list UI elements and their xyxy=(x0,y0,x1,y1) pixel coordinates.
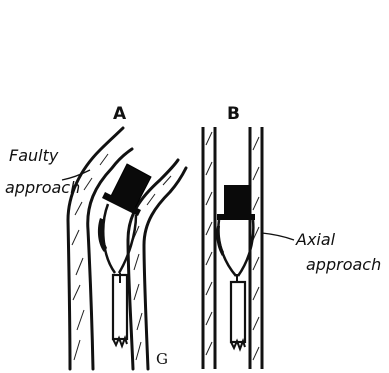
vessel-b-right-texture xyxy=(253,137,259,360)
instrument-b-shadow xyxy=(216,226,224,256)
panel-a: A xyxy=(5,104,186,369)
instrument-a-shaft xyxy=(113,275,127,339)
axial-pointer-line xyxy=(262,233,294,240)
instrument-a-shadow xyxy=(98,218,107,252)
panel-b: B xyxy=(203,104,381,369)
instrument-a-spring-left xyxy=(103,204,115,273)
axial-label-line1: Axial xyxy=(295,230,336,249)
faulty-label-line1: Faulty xyxy=(9,146,59,165)
axial-label-line2: approach xyxy=(306,255,381,274)
artist-signature: G xyxy=(156,350,168,368)
panel-a-letter: A xyxy=(113,104,127,124)
vessel-a-outer-right-wall xyxy=(144,168,186,369)
faulty-label-line2: approach xyxy=(5,178,80,197)
instrument-b-shaft xyxy=(231,282,245,342)
vessel-b-left-texture xyxy=(206,132,212,355)
instrument-b-flange xyxy=(217,214,255,220)
panel-b-letter: B xyxy=(227,104,240,124)
instrument-b-head xyxy=(224,185,251,217)
